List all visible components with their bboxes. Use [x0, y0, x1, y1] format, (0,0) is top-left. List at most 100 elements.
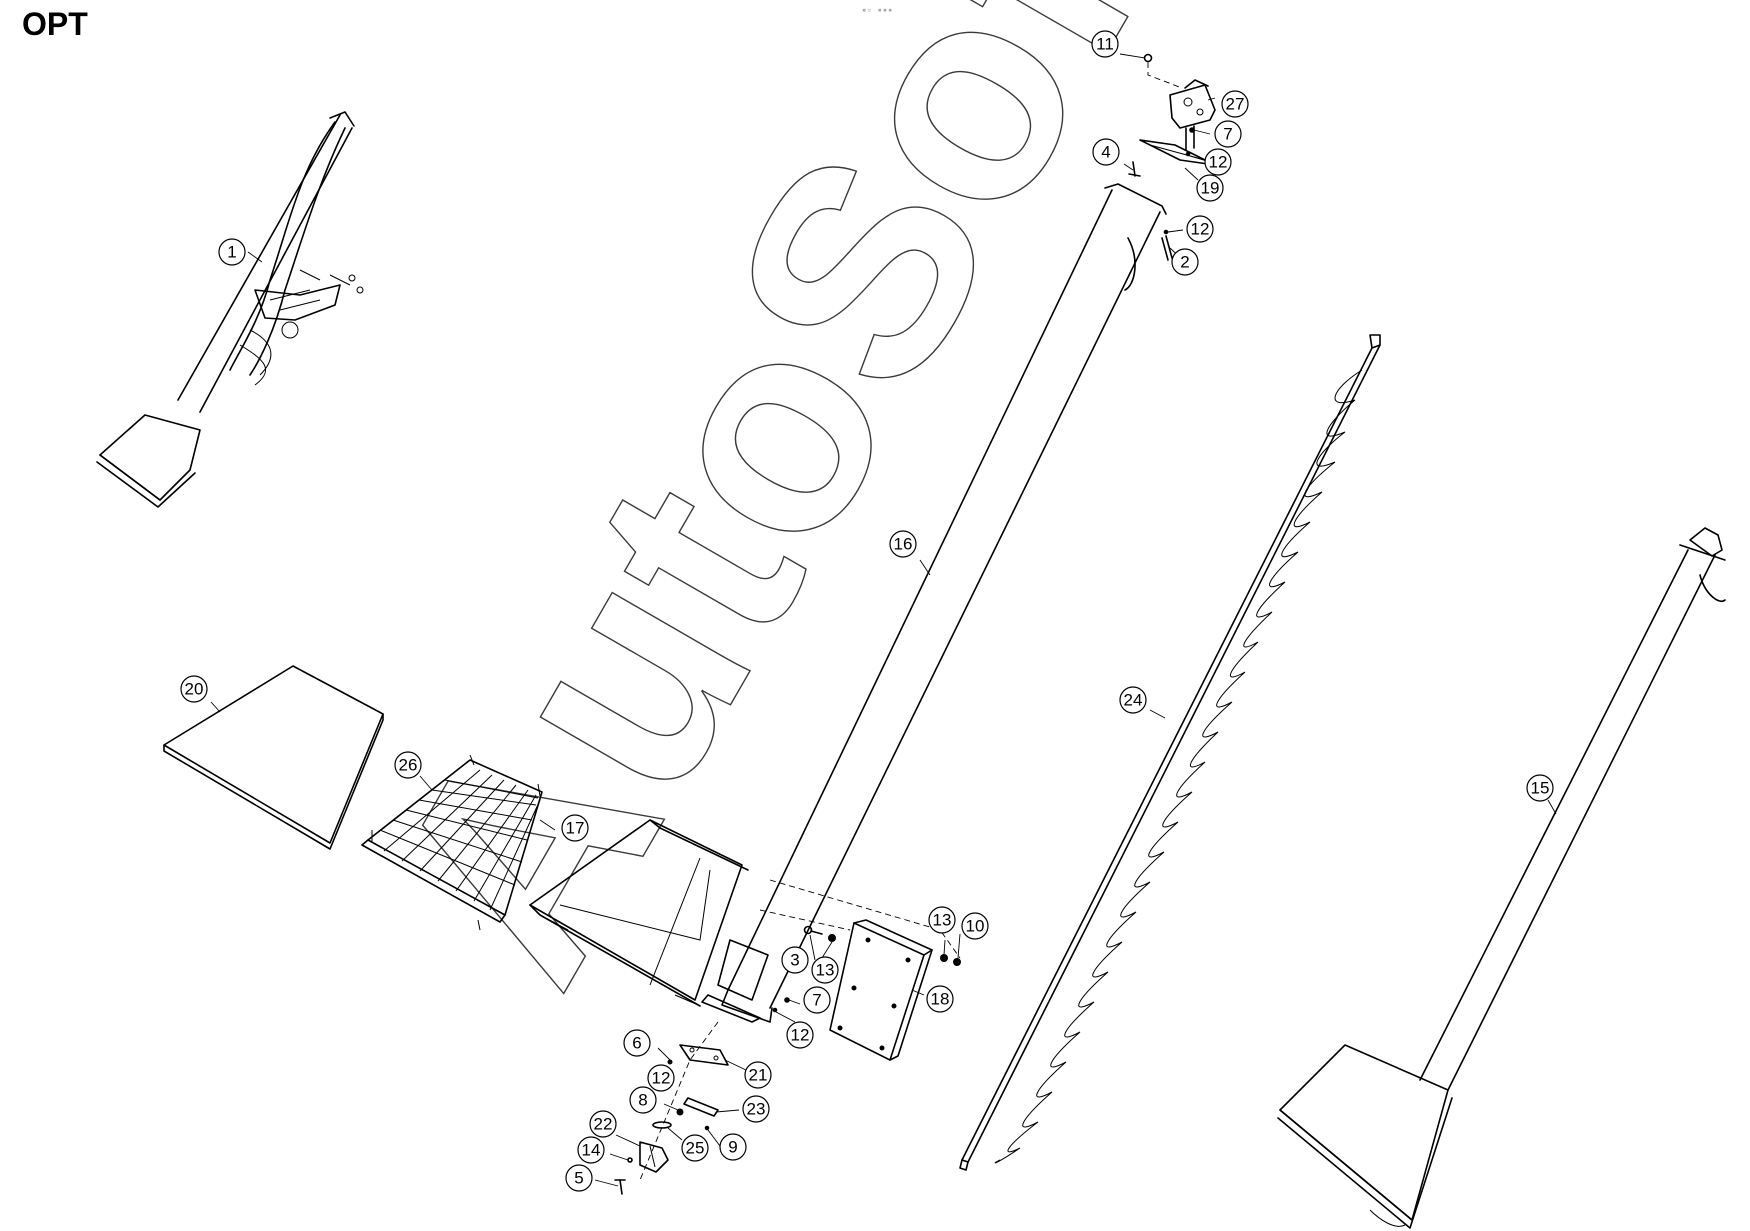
callout-6: 6 [623, 1029, 651, 1057]
part-20-cover [163, 665, 384, 850]
callout-14: 14 [577, 1136, 605, 1164]
callout-13-left: 13 [811, 956, 839, 984]
callout-22: 22 [589, 1110, 617, 1138]
part-1-assembled-auger [96, 111, 364, 508]
callout-label: 7 [812, 991, 821, 1010]
callout-21: 21 [744, 1061, 772, 1089]
callout-27: 27 [1221, 90, 1249, 118]
callout-18: 18 [926, 985, 954, 1013]
callout-label: 14 [582, 1141, 601, 1160]
callout-25: 25 [681, 1134, 709, 1162]
assembly-line-11 [1147, 62, 1183, 89]
callout-7-top: 7 [1214, 120, 1242, 148]
callout-label: 11 [1096, 35, 1114, 54]
callout-label: 9 [728, 1138, 737, 1157]
assembly-line-18-upper [769, 879, 961, 959]
part-12-nut-top [1185, 151, 1191, 157]
part-17-hopper [529, 819, 749, 1007]
callout-label: 8 [638, 1091, 647, 1110]
callout-label: 5 [574, 1169, 583, 1188]
callout-label: 17 [566, 819, 585, 838]
callout-15: 15 [1526, 774, 1554, 802]
part-2-shaft-pin [1161, 235, 1173, 261]
part-14-bolt [627, 1157, 633, 1163]
callout-label: 10 [966, 917, 985, 936]
callout-label: 7 [1223, 125, 1232, 144]
callout-7-lower: 7 [803, 986, 831, 1014]
callout-26: 26 [394, 751, 422, 779]
part-26-screen-grid [361, 754, 543, 931]
part-18-side-plate [829, 919, 933, 1061]
part-16-auger-tube [701, 183, 1167, 1023]
callout-2: 2 [1171, 248, 1199, 276]
part-3-bolt [803, 925, 823, 935]
leader-lines [210, 53, 1557, 1187]
callout-label: 12 [791, 1026, 810, 1045]
part-15-assembled-tube [1277, 527, 1726, 1229]
callout-label: 19 [1201, 179, 1220, 198]
callout-label: 27 [1226, 95, 1245, 114]
callout-12-lower: 12 [786, 1021, 814, 1049]
assembly-line-18-lower [759, 909, 851, 931]
part-5-screw [614, 1179, 626, 1195]
callouts: 1 2 3 4 5 6 7 7 8 9 10 11 12 12 12 12 13… [180, 30, 1554, 1192]
callout-label: 1 [227, 243, 236, 262]
part-25-seal [652, 1121, 672, 1129]
part-22-cap [639, 1141, 669, 1173]
callout-9: 9 [719, 1133, 747, 1161]
callout-label: 13 [816, 961, 835, 980]
callout-24: 24 [1119, 686, 1147, 714]
part-13-washer-b [940, 954, 948, 962]
callout-label: 13 [933, 911, 952, 930]
callout-label: 4 [1101, 143, 1110, 162]
part-10-nut [953, 958, 961, 966]
callout-11: 11 [1091, 30, 1119, 58]
assembly-line-bearing [639, 1021, 719, 1181]
part-19-bearing-plate [1139, 139, 1216, 166]
part-12-nut-lower [772, 1007, 778, 1013]
part-4-bolt [1128, 161, 1141, 177]
part-24-auger-flighting [959, 334, 1381, 1171]
callout-label: 12 [1209, 153, 1228, 172]
part-21-bearing-plate [679, 1044, 729, 1066]
callout-4: 4 [1092, 138, 1120, 166]
part-7-washer-lower [784, 997, 790, 1003]
callout-label: 25 [686, 1139, 705, 1158]
callout-3: 3 [781, 946, 809, 974]
callout-label: 2 [1180, 253, 1189, 272]
callout-12-upper: 12 [1186, 215, 1214, 243]
part-13-washer-a [828, 934, 836, 942]
callout-label: 6 [632, 1034, 641, 1053]
callout-19: 19 [1196, 174, 1224, 202]
callout-12-bearing: 12 [647, 1064, 675, 1092]
part-23-bearing [683, 1097, 719, 1117]
part-8-nut [676, 1108, 684, 1116]
callout-20: 20 [180, 675, 208, 703]
callout-8: 8 [629, 1086, 657, 1114]
callout-17: 17 [561, 814, 589, 842]
part-9-washer [704, 1125, 710, 1131]
part-7-washer-top [1189, 127, 1195, 133]
callout-label: 24 [1124, 691, 1143, 710]
callout-label: 18 [931, 990, 950, 1009]
diagram-title: OPT [22, 6, 88, 42]
callout-10: 10 [961, 912, 989, 940]
callout-label: 3 [790, 951, 799, 970]
callout-label: 12 [1191, 220, 1210, 239]
header-mark: ▪▫ ▪▪▪ [862, 6, 894, 14]
callout-13-right: 13 [928, 906, 956, 934]
callout-label: 15 [1531, 779, 1550, 798]
callout-label: 22 [594, 1115, 613, 1134]
callout-label: 12 [652, 1069, 671, 1088]
part-12-nut-upper [1163, 229, 1169, 235]
callout-1: 1 [218, 238, 246, 266]
callout-5: 5 [565, 1164, 593, 1192]
part-6-bolt [667, 1059, 673, 1065]
callout-label: 26 [399, 756, 418, 775]
callout-16: 16 [889, 530, 917, 558]
callout-label: 16 [894, 535, 913, 554]
callout-label: 23 [747, 1100, 766, 1119]
callout-23: 23 [742, 1095, 770, 1123]
callout-label: 20 [185, 680, 204, 699]
